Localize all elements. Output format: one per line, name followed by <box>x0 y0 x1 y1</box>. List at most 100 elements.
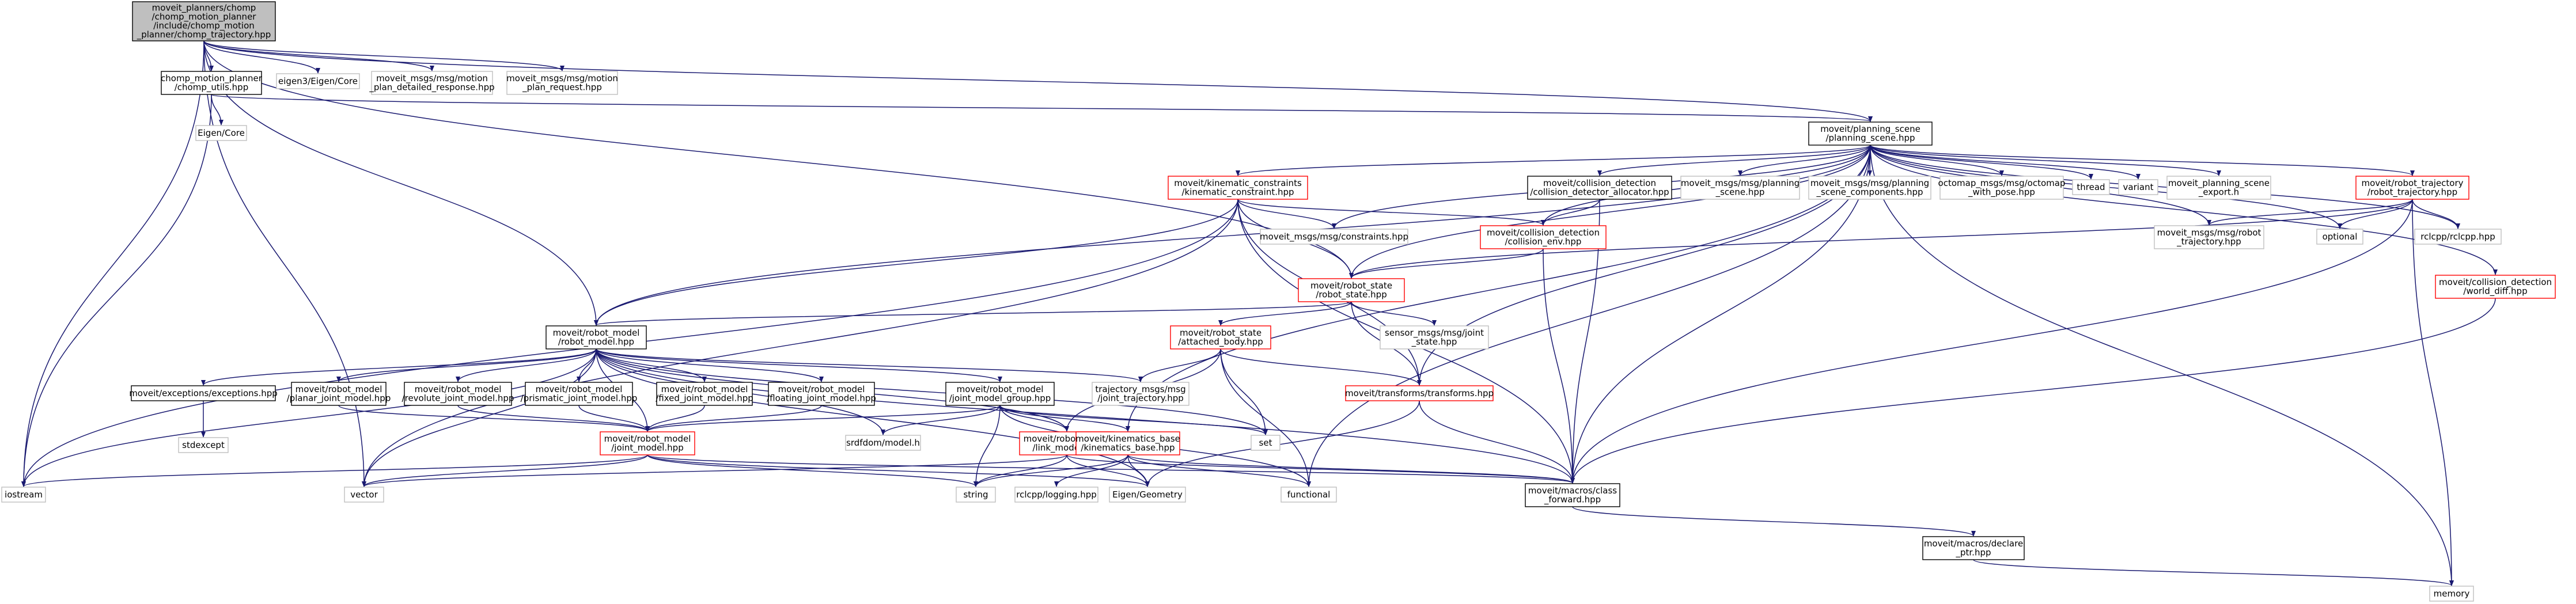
node-srdfdom[interactable]: srdfdom/model.h <box>845 435 921 451</box>
edge-group <box>596 348 1150 487</box>
edge-attached-body-to-set <box>1220 348 1268 435</box>
node-traj-joint[interactable]: trajectory_msgs/msg/joint_trajectory.hpp <box>1092 382 1189 406</box>
node-label-line: moveit/robot_trajectory <box>2361 178 2463 189</box>
edge-group <box>21 348 597 487</box>
node-mp-request[interactable]: moveit_msgs/msg/motion_plan_request.hpp <box>506 71 618 95</box>
node-box <box>276 73 360 89</box>
node-kinematic-constraint[interactable]: moveit/kinematic_constraints/kinematic_c… <box>1168 176 1308 200</box>
node-label-line: _planner/chomp_trajectory.hpp <box>137 29 271 40</box>
node-robot-model[interactable]: moveit/robot_model/robot_model.hpp <box>545 325 647 350</box>
edge-planning-scene-to-robot-model <box>594 145 1871 326</box>
node-label-line: memory <box>2434 588 2470 599</box>
node-fixed-joint[interactable]: moveit/robot_model/fixed_joint_model.hpp <box>656 382 753 406</box>
node-label-line: rclcpp/logging.hpp <box>1016 489 1097 500</box>
node-class-forward[interactable]: moveit/macros/class_forward.hpp <box>1525 483 1620 507</box>
node-sensor-joint-state[interactable]: sensor_msgs/msg/joint_state.hpp <box>1380 325 1489 350</box>
node-functional[interactable]: functional <box>1281 487 1337 503</box>
node-collision-env[interactable]: moveit/collision_detection/collision_env… <box>1480 225 1607 249</box>
node-transforms[interactable]: moveit/transforms/transforms.hpp <box>1345 385 1494 401</box>
node-prismatic-joint[interactable]: moveit/robot_model/prismatic_joint_model… <box>521 382 638 406</box>
edge-group <box>973 454 1128 487</box>
edge-planning-scene-to-cd-allocator <box>1597 145 1871 176</box>
edge-planning-scene-to-robot-state <box>1349 145 1871 279</box>
edge-group <box>203 40 1873 122</box>
node-cd-allocator[interactable]: moveit/collision_detection/collision_det… <box>1527 176 1672 200</box>
edge-cd-allocator-to-class-forward <box>1570 199 1600 484</box>
node-string[interactable]: string <box>956 487 996 503</box>
node-attached-body[interactable]: moveit/robot_state/attached_body.hpp <box>1170 325 1271 350</box>
node-revolute-joint[interactable]: moveit/robot_model/revolute_joint_model.… <box>402 382 514 406</box>
node-robot-state[interactable]: moveit/robot_state/robot_state.hpp <box>1298 278 1405 302</box>
node-ps-export[interactable]: moveit_planning_scene_export.h <box>2166 176 2271 200</box>
node-world-diff[interactable]: moveit/collision_detection/world_diff.hp… <box>2435 275 2556 299</box>
node-robot-trajectory[interactable]: moveit/robot_trajectory/robot_trajectory… <box>2355 176 2469 200</box>
node-eigen-geometry[interactable]: Eigen/Geometry <box>1109 487 1186 503</box>
node-set[interactable]: set <box>1251 435 1281 451</box>
edge-kin-base-to-string <box>973 454 1128 487</box>
node-label-line: srdfdom/model.h <box>846 438 920 448</box>
node-label-line: moveit/transforms/transforms.hpp <box>1345 388 1494 398</box>
node-thread[interactable]: thread <box>2072 179 2110 195</box>
node-planning-scene[interactable]: moveit/planning_scene/planning_scene.hpp <box>1808 121 1933 146</box>
node-msg-planning-scene[interactable]: moveit_msgs/msg/planning_scene.hpp <box>1680 176 1800 200</box>
node-variant[interactable]: variant <box>2118 179 2158 195</box>
node-root[interactable]: moveit_planners/chomp/chomp_motion_plann… <box>132 1 276 41</box>
node-kin-base[interactable]: moveit/kinematics_base/kinematics_base.h… <box>1075 431 1180 455</box>
edge-root-to-robot-model <box>203 40 598 326</box>
edge-robot-model-to-eigen-geometry <box>596 348 1150 487</box>
node-eigen-core-h[interactable]: eigen3/Eigen/Core <box>276 73 360 89</box>
node-mp-detailed[interactable]: moveit_msgs/msg/motion_plan_detailed_res… <box>369 71 495 95</box>
node-joint-model[interactable]: moveit/robot_model/joint_model.hpp <box>600 431 695 455</box>
node-label-line: _trajectory.hpp <box>2176 237 2241 248</box>
node-label-line: /fixed_joint_model.hpp <box>656 393 753 404</box>
node-label-line: /kinematic_constraint.hpp <box>1181 187 1294 198</box>
node-label-line: moveit/robot_model <box>536 384 623 395</box>
node-label-line: /floating_joint_model.hpp <box>767 393 876 404</box>
node-stdexcept[interactable]: stdexcept <box>178 437 229 453</box>
node-octomap-pose[interactable]: octomap_msgs/msg/octomap_with_pose.hpp <box>1938 176 2066 200</box>
node-box <box>195 125 247 141</box>
node-iostream[interactable]: iostream <box>1 487 46 503</box>
node-label-line: moveit/exceptions/exceptions.hpp <box>129 388 278 398</box>
edge-kin-base-to-rclcpp-logging <box>1054 454 1128 487</box>
node-label-line: /include/chomp_motion <box>153 21 255 32</box>
node-chomp-utils[interactable]: chomp_motion_planner/chomp_utils.hpp <box>161 71 263 95</box>
edge-group <box>647 454 978 487</box>
edge-planning-scene-to-world-diff <box>1870 145 2498 275</box>
node-floating-joint[interactable]: moveit/robot_model/floating_joint_model.… <box>767 382 876 406</box>
node-exceptions[interactable]: moveit/exceptions/exceptions.hpp <box>129 385 278 401</box>
node-memory[interactable]: memory <box>2429 586 2474 602</box>
edge-joint-model-to-string <box>647 454 978 487</box>
node-rclcpp[interactable]: rclcpp/rclcpp.hpp <box>2414 229 2502 245</box>
node-msg-ps-components[interactable]: moveit_msgs/msg/planning_scene_component… <box>1808 176 1931 200</box>
node-box <box>1298 278 1405 302</box>
edge-group <box>973 454 1067 487</box>
edge-group <box>21 94 212 487</box>
node-label-line: Eigen/Core <box>198 128 245 138</box>
edge-group <box>881 405 1001 435</box>
node-label-line: /robot_trajectory.hpp <box>2367 187 2457 198</box>
node-declare-ptr[interactable]: moveit/macros/declare_ptr.hpp <box>1922 536 2025 560</box>
node-box <box>161 71 262 95</box>
edge-root-to-mp-detailed <box>203 40 434 71</box>
node-vector[interactable]: vector <box>344 487 384 503</box>
node-optional[interactable]: optional <box>2316 229 2363 245</box>
edge-group <box>647 454 1150 487</box>
node-rclcpp-logging[interactable]: rclcpp/logging.hpp <box>1014 487 1098 503</box>
edge-root-to-planning-scene <box>203 40 1873 122</box>
edge-planning-scene-to-variant <box>1870 145 2141 180</box>
edge-group <box>338 405 650 432</box>
node-planar-joint[interactable]: moveit/robot_model/planar_joint_model.hp… <box>287 382 391 406</box>
node-label-line: /collision_detector_allocator.hpp <box>1530 187 1669 198</box>
node-eigen-core[interactable]: Eigen/Core <box>195 125 247 141</box>
node-box <box>404 382 512 406</box>
node-box <box>1808 176 1931 200</box>
node-label-line: iostream <box>5 489 43 500</box>
node-box <box>1939 176 2064 200</box>
node-msg-constraints[interactable]: moveit_msgs/msg/constraints.hpp <box>1260 229 1408 245</box>
node-box <box>1092 382 1189 406</box>
node-msg-robot-traj[interactable]: moveit_msgs/msg/robot_trajectory.hpp <box>2154 225 2264 249</box>
edge-planning-scene-to-class-forward <box>1570 145 1871 484</box>
node-joint-model-group[interactable]: moveit/robot_model/joint_model_group.hpp <box>945 382 1055 406</box>
